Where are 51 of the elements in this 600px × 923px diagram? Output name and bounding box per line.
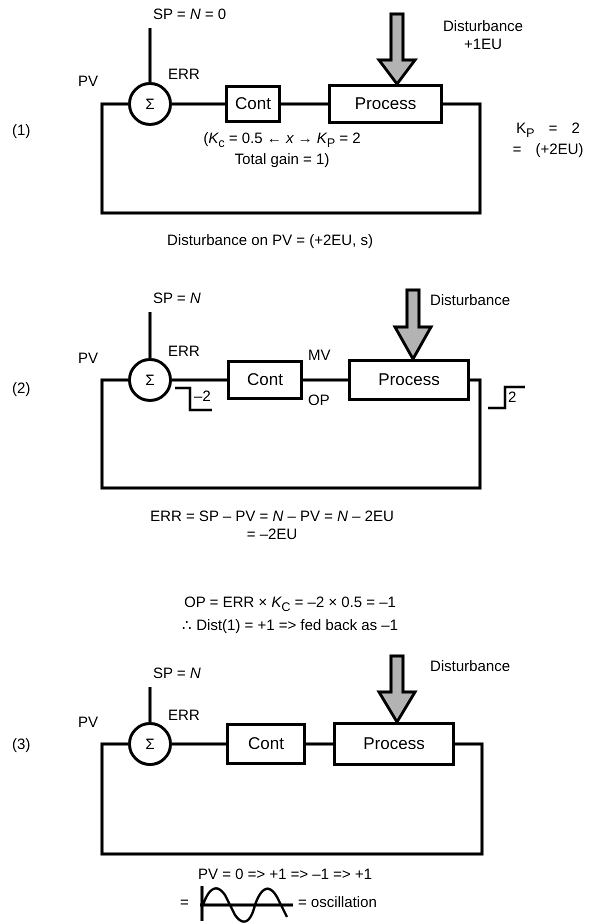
signal-label: OP bbox=[308, 392, 330, 410]
panel-number: (2) bbox=[12, 380, 30, 398]
signal-label: PV bbox=[78, 350, 98, 368]
equation-text: Disturbance on PV = (+2EU, s) bbox=[167, 232, 373, 250]
process-box: Process bbox=[328, 84, 443, 124]
disturbance-arrow bbox=[376, 654, 418, 725]
disturbance-arrow bbox=[376, 12, 418, 86]
summing-junction: Σ bbox=[128, 722, 172, 766]
feedback-line bbox=[100, 102, 482, 214]
signal-line bbox=[281, 102, 328, 106]
gain-note: K$_{P}$ = 2 = (+2EU) bbox=[512, 120, 584, 159]
equation-text: = bbox=[180, 894, 189, 912]
signal-label: MV bbox=[308, 347, 330, 365]
signal-line bbox=[303, 378, 348, 382]
disturbance-label: Disturbance bbox=[430, 658, 510, 676]
disturbance-label: Disturbance bbox=[430, 292, 510, 310]
signal-label: PV bbox=[78, 73, 98, 91]
setpoint-label: SP = N bbox=[145, 665, 227, 687]
signal-line bbox=[148, 687, 152, 722]
equation-text: ERR = SP – PV = N – PV = N – 2EU = –2EU bbox=[149, 508, 395, 544]
feedback-line bbox=[100, 378, 482, 490]
gain-note: (K$_{c}$ = 0.5 ← x → K$_{P}$ = 2 Total gain = 1) bbox=[202, 130, 362, 169]
equation-text: ∴ Dist(1) = +1 => fed back as –1 bbox=[182, 617, 398, 635]
process-box: Process bbox=[333, 722, 455, 766]
signal-line bbox=[306, 742, 333, 746]
signal-line bbox=[172, 102, 225, 106]
disturbance-label: Disturbance +1EU bbox=[442, 18, 524, 54]
equation-text: OP = ERR × K$_{C}$ = –2 × 0.5 = –1 bbox=[184, 594, 396, 615]
equation-text: PV = 0 => +1 => –1 => +1 bbox=[198, 866, 372, 884]
signal-label: ERR bbox=[168, 66, 200, 84]
summing-junction: Σ bbox=[128, 82, 172, 126]
controller-box: Cont bbox=[225, 85, 281, 123]
step-value: 2 bbox=[508, 389, 516, 407]
feedback-line bbox=[100, 742, 484, 856]
signal-label: ERR bbox=[168, 707, 200, 725]
signal-label: PV bbox=[78, 714, 98, 732]
step-value: –2 bbox=[194, 388, 211, 406]
signal-line bbox=[148, 28, 152, 82]
setpoint-label: SP = N = 0 bbox=[145, 6, 263, 28]
controller-box: Cont bbox=[226, 723, 306, 765]
signal-line bbox=[172, 378, 227, 382]
signal-label: ERR bbox=[168, 343, 200, 361]
controller-box: Cont bbox=[227, 360, 303, 400]
signal-line bbox=[148, 312, 152, 358]
equation-text: = oscillation bbox=[298, 894, 377, 912]
panel-number: (3) bbox=[12, 736, 30, 754]
signal-line bbox=[172, 742, 226, 746]
process-box: Process bbox=[348, 359, 470, 401]
summing-junction: Σ bbox=[128, 358, 172, 402]
panel-number: (1) bbox=[12, 122, 30, 140]
setpoint-label: SP = N bbox=[145, 290, 227, 312]
